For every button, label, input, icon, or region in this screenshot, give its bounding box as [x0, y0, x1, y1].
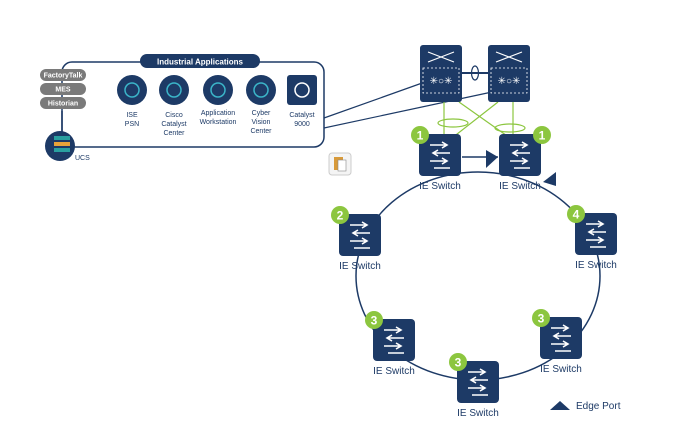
hop-badge [411, 126, 429, 144]
switch-icon [540, 317, 582, 359]
ie-switch[interactable]: 3 IE Switch [532, 309, 582, 375]
app-label: Application [201, 110, 235, 117]
eye-icon [246, 75, 276, 105]
fingerprint-icon [117, 75, 147, 105]
hop-badge [331, 206, 349, 224]
switch-label: IE Switch [499, 181, 541, 192]
switch-icon [575, 213, 617, 255]
edge-port-marker [486, 150, 498, 168]
app-pill [40, 83, 86, 95]
svg-text:✳○✳: ✳○✳ [430, 76, 453, 87]
app-pill [40, 69, 86, 81]
ie-switch[interactable]: 4 IE Switch [567, 205, 617, 271]
ie-switch[interactable]: 3 IE Switch [365, 311, 415, 377]
hop-badge [532, 309, 550, 327]
ucs-icon [45, 131, 75, 161]
ie-switch[interactable]: 1 IE Switch [411, 126, 461, 192]
switch-icon [419, 134, 461, 176]
app-label: Cisco [165, 112, 183, 119]
switch-label: IE Switch [339, 261, 381, 272]
svg-text:✳○✳: ✳○✳ [498, 76, 521, 87]
apps-title: Industrial Applications [157, 58, 243, 67]
hop-badge-number: 3 [538, 312, 545, 326]
ie-switch[interactable]: 1 IE Switch [499, 126, 551, 192]
clipboard-icon[interactable] [328, 152, 352, 176]
switch-icon [457, 361, 499, 403]
app-label: Center [250, 128, 272, 135]
catalyst-9000-icon [287, 75, 317, 105]
switch-label: IE Switch [457, 408, 499, 419]
hop-badge-number: 2 [337, 209, 344, 223]
hop-badge-number: 1 [417, 129, 424, 143]
core-switch-icon[interactable]: ✳○✳ [488, 45, 530, 102]
app-pill-label: FactoryTalk [44, 73, 83, 80]
ie-switch[interactable]: 2 IE Switch [331, 206, 381, 272]
switch-icon [499, 134, 541, 176]
app-pill [40, 97, 86, 109]
uplink [323, 91, 493, 129]
app-label: Workstation [200, 119, 237, 126]
app-label: ISE [126, 112, 138, 119]
port-channel-icon [470, 65, 480, 81]
apps-title-pill [140, 54, 260, 68]
hop-badge-number: 4 [573, 208, 580, 222]
app-label: Catalyst [289, 112, 314, 119]
switch-icon [373, 319, 415, 361]
switch-label: IE Switch [419, 181, 461, 192]
app-label: PSN [125, 121, 139, 128]
app-label: Cyber [252, 110, 271, 117]
hop-badge-number: 3 [455, 356, 462, 370]
app-label: Catalyst [161, 121, 186, 128]
edge-port-legend-label: Edge Port [576, 401, 621, 412]
hop-badge [365, 311, 383, 329]
ie-switch[interactable]: 3 IE Switch [449, 353, 499, 419]
green-uplinks [437, 101, 526, 139]
edge-port-legend-icon [550, 401, 570, 410]
switch-icon [339, 214, 381, 256]
industrial-applications-box [61, 61, 325, 148]
switch-label: IE Switch [575, 260, 617, 271]
hop-badge [449, 353, 467, 371]
hop-badge-number: 3 [371, 314, 378, 328]
uplink [323, 81, 426, 119]
hop-badge [567, 205, 585, 223]
switch-label: IE Switch [373, 366, 415, 377]
app-label: Vision [252, 119, 271, 126]
hop-badge [533, 126, 551, 144]
catalyst-center-icon [159, 75, 189, 105]
app-label: 9000 [294, 121, 310, 128]
switch-label: IE Switch [540, 364, 582, 375]
hop-badge-number: 1 [539, 129, 546, 143]
core-switch-icon[interactable]: ✳○✳ [420, 45, 462, 102]
workstation-icon [203, 75, 233, 105]
app-label: Center [163, 130, 185, 137]
ucs-label: UCS [75, 155, 90, 162]
app-pill-label: MES [55, 87, 71, 94]
app-pill-label: Historian [48, 101, 78, 108]
edge-port-marker [543, 172, 556, 186]
